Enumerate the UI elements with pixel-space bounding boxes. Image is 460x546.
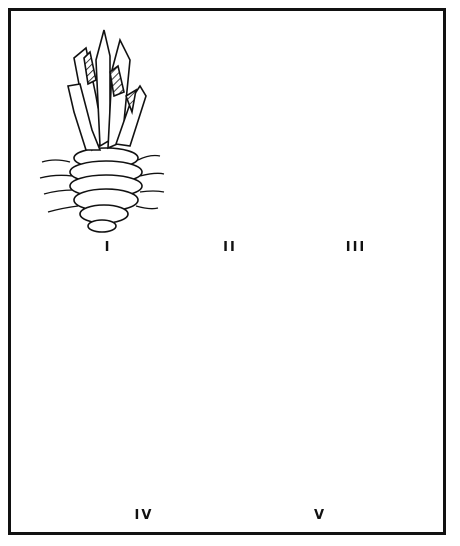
stage-1-drawing (40, 30, 164, 232)
stage-1-bulb (70, 148, 142, 232)
stage-label-1: I (105, 240, 112, 255)
stage-label-5: V (314, 508, 326, 523)
stage-label-3: III (346, 240, 367, 255)
stage-label-2: II (223, 240, 237, 255)
stage-label-4: IV (135, 508, 154, 523)
stage-1-leaves (68, 30, 146, 150)
